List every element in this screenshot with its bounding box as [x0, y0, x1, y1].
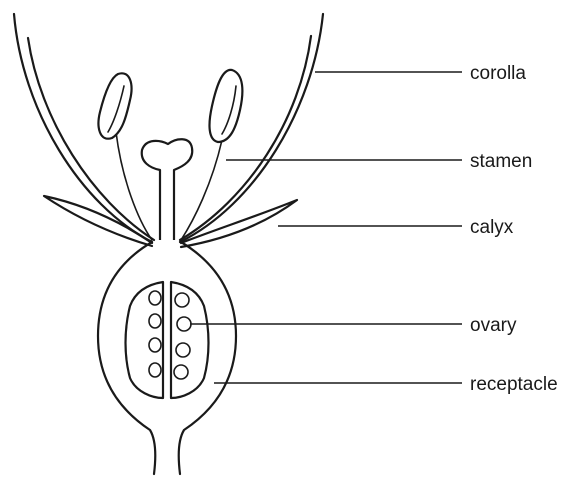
anther-left — [99, 73, 132, 138]
anther-right — [210, 70, 243, 142]
labels: corolla stamen calyx ovary receptacle — [470, 63, 558, 395]
label-calyx: calyx — [470, 217, 514, 238]
ovary-body — [98, 242, 236, 474]
ovary-locules — [126, 282, 209, 398]
label-corolla: corolla — [470, 63, 526, 84]
pistil — [142, 139, 193, 240]
label-ovary: ovary — [470, 315, 517, 336]
label-receptacle: receptacle — [470, 374, 558, 395]
label-stamen: stamen — [470, 151, 532, 172]
